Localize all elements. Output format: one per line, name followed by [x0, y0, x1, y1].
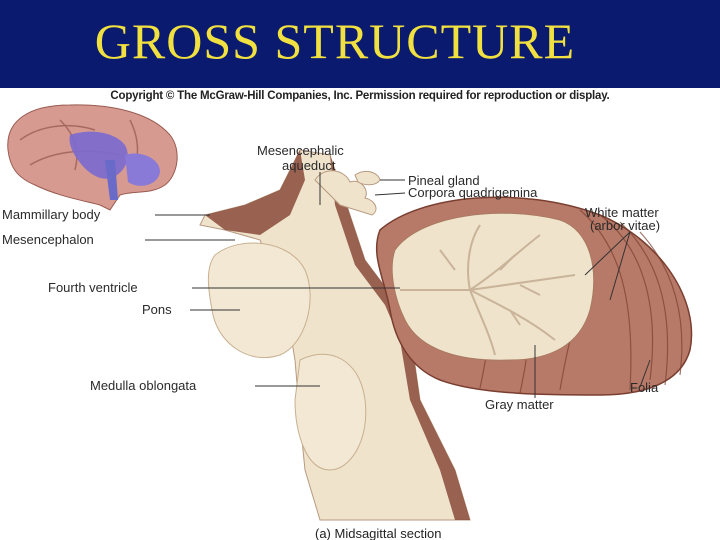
- slide-title: GROSS STRUCTURE: [94, 13, 576, 69]
- arbor-vitae: [400, 224, 576, 356]
- corpora-quadrigemina-region: [314, 170, 377, 216]
- label-mammillary-body: Mammillary body: [2, 207, 101, 222]
- inset-brain-image: [7, 104, 178, 211]
- medulla-region: [294, 353, 367, 471]
- label-pons: Pons: [142, 302, 172, 317]
- label-white-matter: White matter: [585, 205, 659, 220]
- title-bar: [0, 0, 720, 88]
- label-mesencephalon: Mesencephalon: [2, 232, 94, 247]
- copyright-notice: Copyright © The McGraw-Hill Companies, I…: [110, 90, 610, 102]
- label-corpora-quadrigemina: Corpora quadrigemina: [408, 185, 538, 200]
- pons-region: [207, 242, 311, 359]
- pineal-gland-region: [354, 170, 381, 186]
- label-fourth-ventricle: Fourth ventricle: [48, 280, 138, 295]
- leader-lines: [145, 172, 651, 398]
- label-gray-matter: Gray matter: [485, 397, 554, 412]
- label-mesencephalic-aqueduct: Mesencephalic: [257, 143, 344, 158]
- cerebellum: [375, 196, 693, 396]
- label-folia: Folia: [630, 380, 659, 395]
- label-pineal-gland: Pineal gland: [408, 173, 480, 188]
- label-arbor-vitae: (arbor vitae): [590, 218, 660, 233]
- figure-caption: (a) Midsagittal section: [315, 526, 441, 540]
- label-medulla-oblongata: Medulla oblongata: [90, 378, 197, 393]
- label-mesencephalic-aqueduct-line2: aqueduct: [282, 158, 336, 173]
